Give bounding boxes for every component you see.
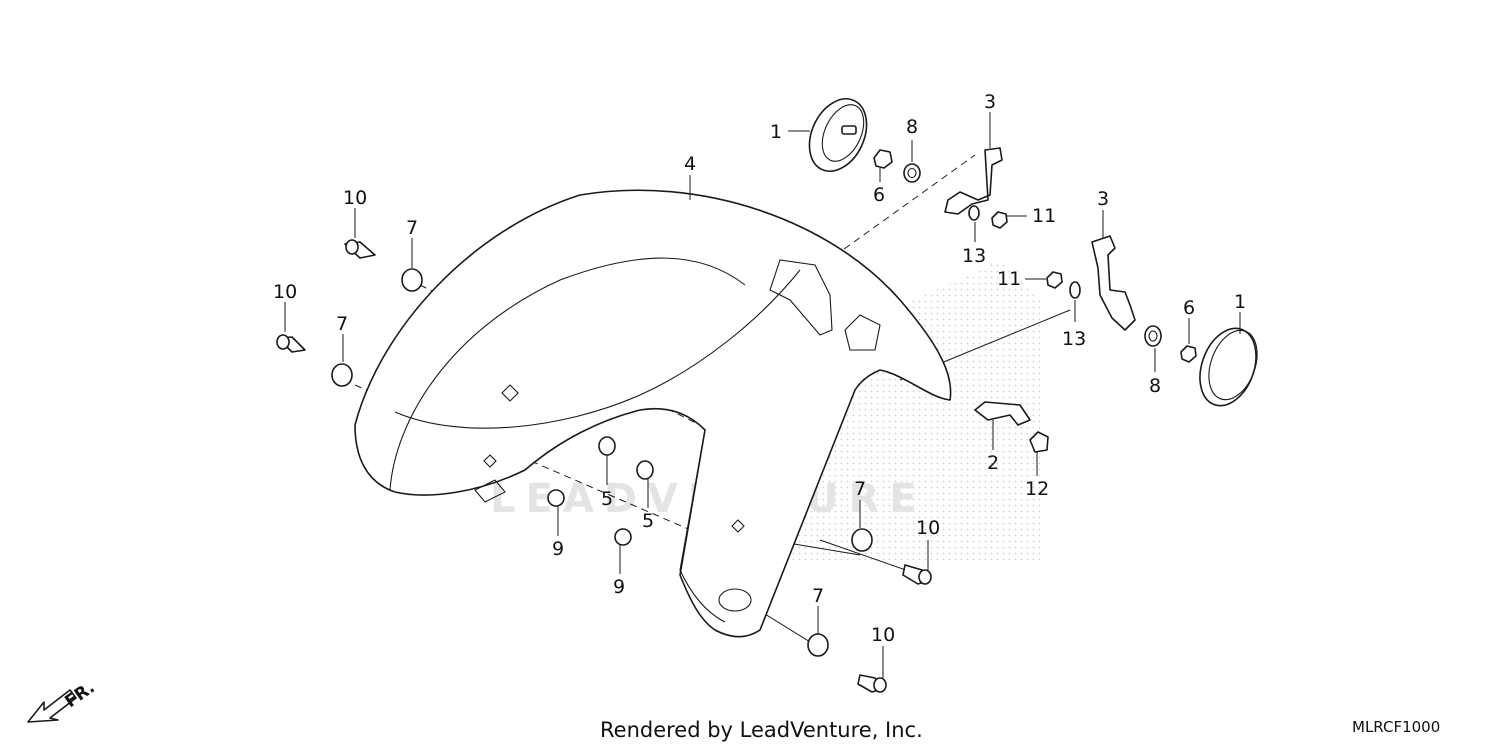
callout-5-upper: 5 [601,488,613,510]
callout-6-upper: 6 [873,184,885,206]
callout-13-right: 13 [1062,328,1086,350]
callout-3-upper: 3 [984,91,996,113]
callout-13-upper: 13 [962,245,986,267]
callout-9-left: 9 [552,538,564,560]
callout-10-right: 10 [916,517,940,539]
callout-11-right: 11 [997,268,1021,290]
callout-8-right: 8 [1149,375,1161,397]
cap-nut[interactable] [1029,431,1049,453]
callout-4: 4 [684,153,696,175]
callout-10-top-left: 10 [343,187,367,209]
front-fender[interactable] [354,189,952,638]
bracket-right[interactable] [1091,235,1136,331]
front-direction-marker: FR. [27,678,99,723]
reflector-upper[interactable] [798,90,877,181]
callout-1-right: 1 [1234,291,1246,313]
callout-10-lower: 10 [871,624,895,646]
leader-lines [284,112,1241,678]
callout-9-lower: 9 [613,576,625,598]
diagram-code: MLRCF1000 [1352,718,1441,736]
front-arrow-icon [27,689,77,723]
callout-7-right: 7 [854,478,866,500]
callout-10-left: 10 [273,281,297,303]
callout-8-upper: 8 [906,116,918,138]
callout-labels: 1 8 3 6 4 11 3 13 10 7 11 10 7 13 6 1 8 … [273,91,1246,646]
callout-5-lower: 5 [642,510,654,532]
callout-3-right: 3 [1097,188,1109,210]
callout-7-top-left: 7 [406,217,418,239]
bracket-upper[interactable] [944,147,1003,215]
hardware [276,149,1197,693]
callout-6-right: 6 [1183,297,1195,319]
clip-bracket[interactable] [974,401,1031,426]
callout-1-upper: 1 [770,121,782,143]
callout-12: 12 [1025,478,1049,500]
callout-7-left: 7 [336,313,348,335]
front-direction-label: FR. [61,678,98,712]
callout-7-lower: 7 [812,585,824,607]
callout-11-upper: 11 [1032,205,1056,227]
reflector-right[interactable] [1190,321,1266,414]
render-credit: Rendered by LeadVenture, Inc. [600,718,923,742]
callout-2: 2 [987,452,999,474]
